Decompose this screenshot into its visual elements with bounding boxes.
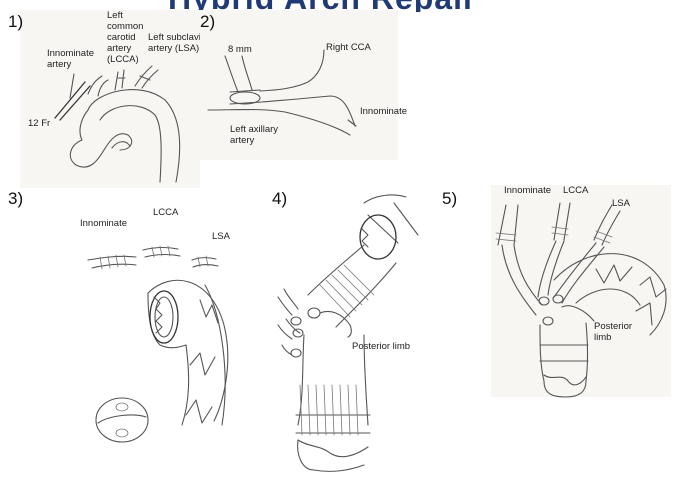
branched-graft-sketch <box>268 185 440 475</box>
panel-4: 4) Posterior limb <box>268 185 440 475</box>
bypass-graft-sketch <box>200 0 400 170</box>
final-repair-sketch <box>436 185 674 410</box>
stent-graft-sketch <box>0 185 270 475</box>
panel-1: 1) Innominate artery Left common carotid… <box>0 0 200 190</box>
panel-3: 3) Innominate LCCA LSA <box>0 185 270 475</box>
aortic-arch-sketch <box>0 0 200 190</box>
panel-2: 2) 8 mm Right CCA Innominate Left axilla… <box>200 0 400 170</box>
panel-5: 5) Innominate LCCA LSA Posterior limb <box>436 185 674 410</box>
